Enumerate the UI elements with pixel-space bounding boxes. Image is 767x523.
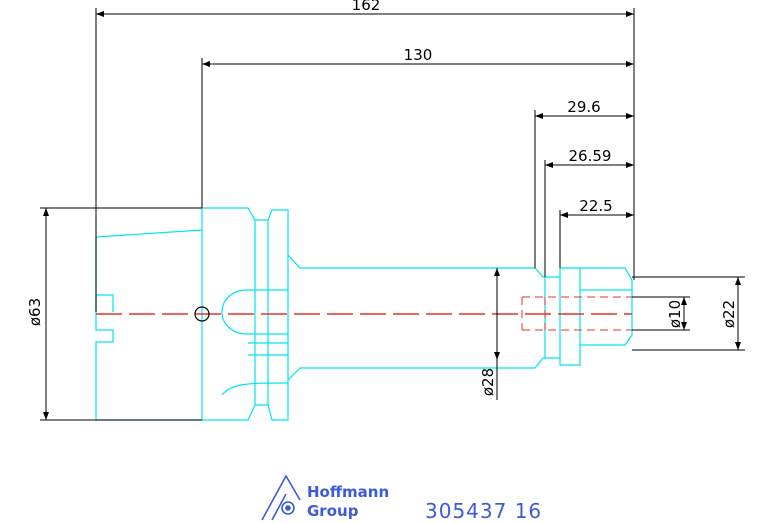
gauge-point-marker <box>194 306 210 322</box>
dimension-arrowheads <box>43 11 741 420</box>
dimension-lines <box>40 8 745 421</box>
dim-length-2: 26.59 <box>569 147 612 165</box>
dim-diameter-bore: ø10 <box>666 300 684 328</box>
dim-length-1: 29.6 <box>567 98 600 116</box>
logo-name-line1: Hoffmann <box>307 483 389 501</box>
dim-diameter-shank: ø28 <box>479 368 497 396</box>
hoffmann-group-logo: Hoffmann Group <box>261 474 389 521</box>
hoffmann-logo-icon <box>261 474 301 521</box>
tool-holder-outline <box>95 207 633 421</box>
dim-diameter-flange: ø63 <box>26 298 44 326</box>
dim-overall-length: 162 <box>352 0 381 14</box>
part-number: 305437 16 <box>425 499 542 523</box>
logo-name-line2: Group <box>307 502 359 520</box>
dim-gauge-length: 130 <box>404 46 433 64</box>
dim-length-3: 22.5 <box>579 197 612 215</box>
dim-diameter-nose: ø22 <box>720 300 738 328</box>
